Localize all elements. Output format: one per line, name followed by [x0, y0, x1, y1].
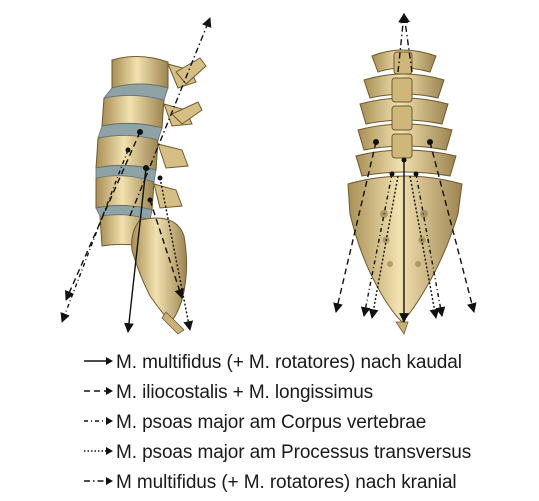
dashed-arrow-icon: [0, 376, 116, 406]
posterior-spine-illustration: [348, 50, 462, 334]
lateral-spine-illustration: [96, 56, 206, 334]
dash-dot-arrow-icon: [0, 406, 116, 436]
legend-item: M. multifidus (+ M. rotatores) nach kaud…: [0, 346, 539, 376]
legend: M. multifidus (+ M. rotatores) nach kaud…: [0, 346, 539, 496]
solid-arrow-icon: [0, 346, 116, 376]
legend-item: M. psoas major am Corpus vertebrae: [0, 406, 539, 436]
legend-label: M. iliocostalis + M. longissimus: [116, 382, 373, 404]
legend-label: M. psoas major am Corpus vertebrae: [116, 412, 426, 434]
legend-item: M multifidus (+ M. rotatores) nach krani…: [0, 466, 539, 496]
dotted-arrow-icon: [0, 436, 116, 466]
legend-label: M. multifidus (+ M. rotatores) nach kaud…: [116, 352, 462, 374]
legend-label: M multifidus (+ M. rotatores) nach krani…: [116, 472, 457, 494]
legend-label: M. psoas major am Processus transversus: [116, 442, 471, 464]
legend-item: M. iliocostalis + M. longissimus: [0, 376, 539, 406]
legend-item: M. psoas major am Processus transversus: [0, 436, 539, 466]
long-dash-dot-arrow-icon: [0, 466, 116, 496]
